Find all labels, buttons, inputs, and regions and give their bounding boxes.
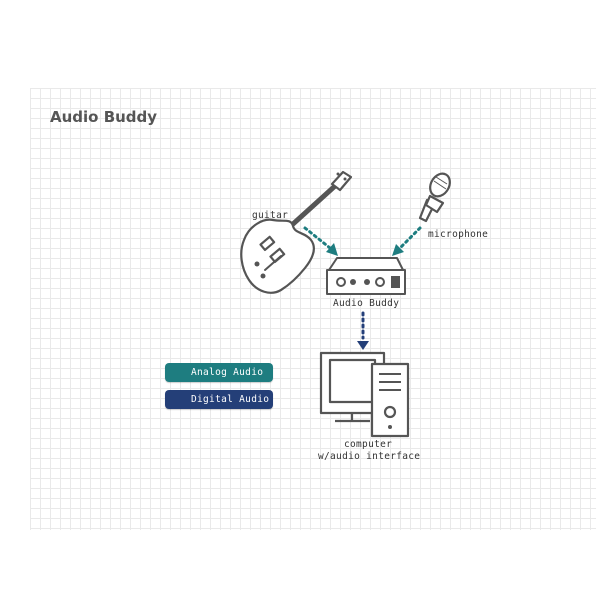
- guitar-icon: [240, 170, 353, 294]
- legend-digital-label: Digital Audio: [191, 394, 270, 405]
- analog-arrow-guitar: [303, 226, 338, 256]
- computer-icon: [319, 351, 410, 438]
- audio-buddy-label: Audio Buddy: [333, 298, 400, 309]
- legend-analog-audio: Analog Audio: [165, 363, 273, 382]
- diagram-title: Audio Buddy: [50, 108, 158, 126]
- digital-arrow-computer: [357, 311, 369, 350]
- audio-buddy-device-icon: [326, 257, 406, 295]
- computer-label: computer: [344, 439, 393, 450]
- guitar-label: guitar: [252, 210, 289, 221]
- microphone-label: microphone: [428, 229, 489, 240]
- analog-arrow-microphone: [392, 226, 422, 256]
- grid-background: [30, 88, 596, 530]
- computer-sublabel: w/audio interface: [318, 451, 421, 462]
- legend-analog-label: Analog Audio: [191, 367, 264, 378]
- microphone-icon: [418, 172, 451, 223]
- legend-digital-audio: Digital Audio: [165, 390, 273, 409]
